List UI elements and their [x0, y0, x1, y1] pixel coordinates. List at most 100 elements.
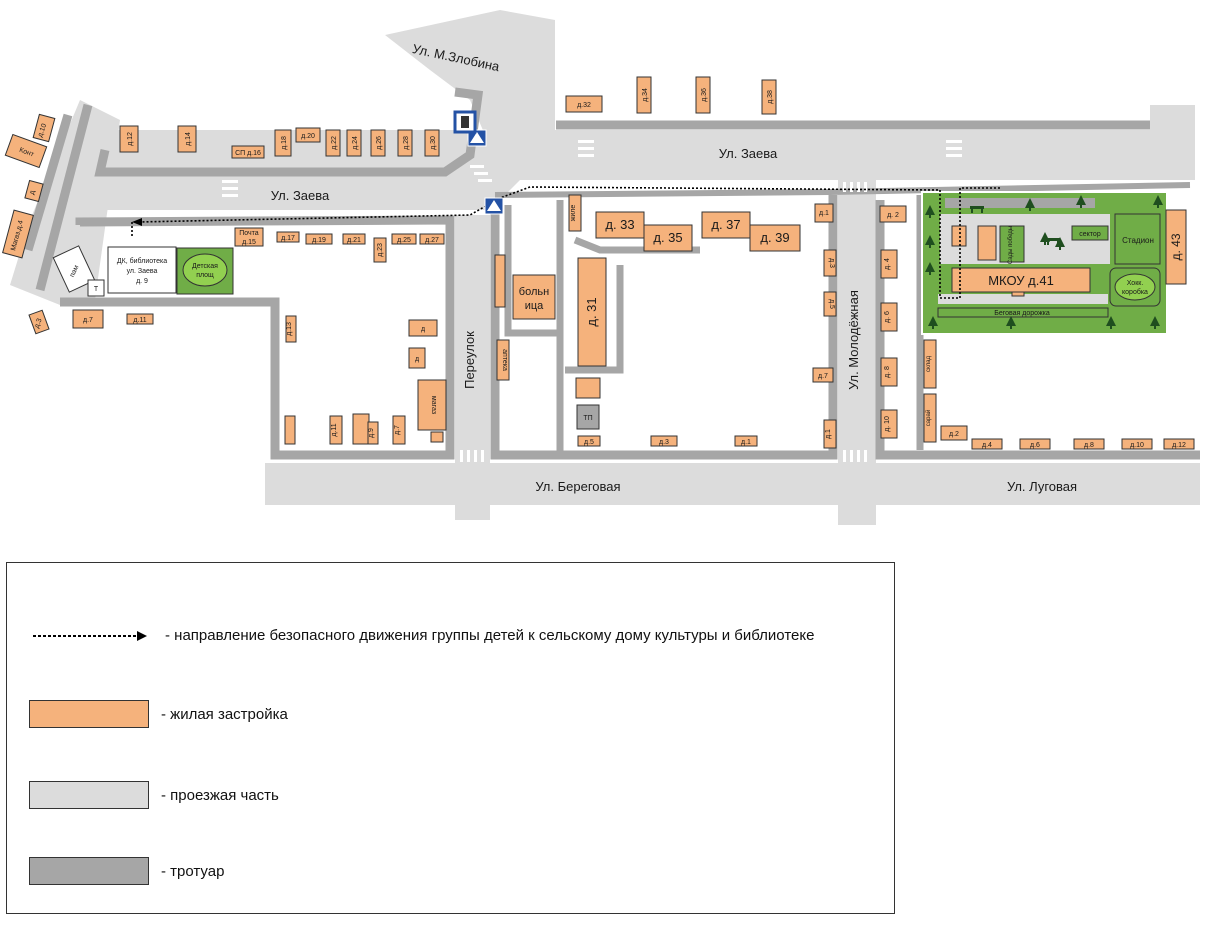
legend-roadway-swatch — [29, 781, 149, 809]
building-dk-library — [107, 246, 177, 294]
safe-route-arrowhead — [132, 218, 142, 226]
tree-icon — [928, 316, 938, 329]
building-d7-left — [72, 309, 104, 329]
crosswalks — [222, 140, 962, 462]
legend-residential-row: - жилая застройка — [29, 700, 288, 728]
building-m7 — [812, 367, 834, 383]
label-d36: д.36 — [701, 88, 708, 102]
label-l6: д.6 — [1030, 442, 1040, 449]
building-d17 — [276, 231, 300, 243]
label-l10: д.10 — [1130, 442, 1144, 449]
building-d34 — [636, 76, 652, 114]
hockey-label-1: Хокк. — [1127, 280, 1144, 287]
sidewalk-left-outer — [35, 103, 93, 292]
label-d-a: д — [421, 326, 425, 333]
label-d32: д.32 — [577, 102, 591, 109]
label-d19: д.19 — [312, 237, 326, 244]
building-d14 — [177, 125, 197, 153]
tree-icon — [1076, 195, 1086, 208]
building-d3-s — [650, 435, 678, 447]
label-m1b: д.1 — [825, 429, 832, 439]
building-d39 — [749, 224, 801, 252]
label-kont: Конт — [18, 147, 35, 159]
residential-buildings — [2, 76, 1195, 450]
label-d17: д.17 — [281, 235, 295, 242]
label-pam: пам — [69, 264, 81, 278]
crosswalk-sign-icon — [484, 197, 504, 215]
building-d11b — [329, 415, 343, 445]
label-m3: д.3 — [828, 258, 835, 268]
street-lugovaya: Ул. Луговая — [1007, 479, 1077, 494]
building-d36 — [695, 76, 711, 114]
label-d14: д.14 — [185, 132, 192, 146]
victory-garden-label: Сады победы — [1008, 226, 1014, 264]
building-d19 — [305, 233, 333, 245]
sidewalk-left-outer2 — [23, 113, 73, 252]
building-d26 — [370, 129, 386, 157]
label-r2: д. 2 — [887, 212, 899, 219]
hockey-rink-oval — [1114, 273, 1156, 301]
map-canvas: Стадион сектор Сады победы Хокк. коробка… — [2, 10, 1200, 525]
building-d12 — [119, 125, 139, 153]
tree-icon — [1150, 316, 1160, 329]
legend-sidewalk-swatch — [29, 857, 149, 885]
legend-box: - направление безопасного движения групп… — [6, 562, 895, 914]
label-dk-3: д. 9 — [136, 278, 148, 285]
building-pochta — [234, 227, 264, 247]
building-m1b — [823, 419, 837, 449]
street-labels: Ул. М.Злобина Ул. Заева Ул. Заева Переул… — [271, 41, 1077, 494]
building-d5-s — [577, 435, 601, 447]
sidewalk-lugovaya — [875, 200, 1200, 460]
building-l2 — [940, 425, 968, 441]
building-magaz-annex — [430, 431, 444, 443]
label-d12: д.12 — [127, 132, 134, 146]
safe-route-path — [137, 186, 1000, 299]
legend-route-row: - направление безопасного движения групп… — [33, 627, 814, 644]
building-d10-left — [32, 113, 56, 143]
sidewalk-zaeva-south — [60, 215, 455, 460]
building-l6 — [1019, 438, 1051, 450]
playground-label-1: Детская — [192, 263, 218, 270]
label-mkou: МКОУ д.41 — [988, 273, 1054, 288]
building-d18 — [274, 129, 292, 157]
label-dk-1: ДК, библиотека — [117, 257, 167, 265]
building-d35 — [643, 224, 693, 252]
building-d43 — [1165, 209, 1187, 285]
building-t — [87, 279, 105, 297]
crosswalk-sign-icon — [467, 129, 487, 147]
playground-label-2: площ — [196, 272, 214, 279]
building-zhile — [568, 194, 582, 232]
label-l4: д.4 — [982, 442, 992, 449]
tree-icon — [1025, 198, 1035, 211]
label-d7-left: д.7 — [83, 317, 93, 324]
building-m5 — [823, 291, 837, 317]
label-d38: д.38 — [767, 90, 774, 104]
building-d27 — [419, 233, 445, 245]
hockey-label-2: коробка — [1122, 288, 1148, 296]
legend-sidewalk-text: - тротуар — [161, 862, 225, 880]
building-d3-left — [28, 309, 50, 335]
label-t: Т — [94, 286, 99, 293]
building-d11-left — [126, 313, 154, 325]
street-zaeva-right: Ул. Заева — [719, 146, 778, 161]
building-magaz4 — [2, 209, 34, 259]
building-d1-s — [734, 435, 758, 447]
victory-garden — [999, 225, 1025, 263]
bus-stop-sign-icon — [453, 110, 477, 134]
building-d21 — [342, 233, 366, 245]
building-tp — [576, 404, 600, 430]
building-l12 — [1163, 438, 1195, 450]
label-d26: д.26 — [376, 136, 383, 150]
roadway-beregovaya-lugovaya — [265, 463, 1200, 505]
building-sp16 — [231, 145, 265, 159]
label-d37: д. 37 — [711, 217, 740, 232]
building-d22 — [325, 129, 341, 157]
building-d37 — [701, 211, 751, 239]
legend-sidewalk-row: - тротуар — [29, 857, 224, 885]
running-track — [937, 307, 1109, 318]
label-apteka: аптека — [501, 349, 508, 371]
tree-icon — [1006, 316, 1016, 329]
building-d31 — [577, 257, 607, 367]
roadways — [10, 10, 1200, 525]
label-d15: д.15 — [242, 239, 256, 246]
